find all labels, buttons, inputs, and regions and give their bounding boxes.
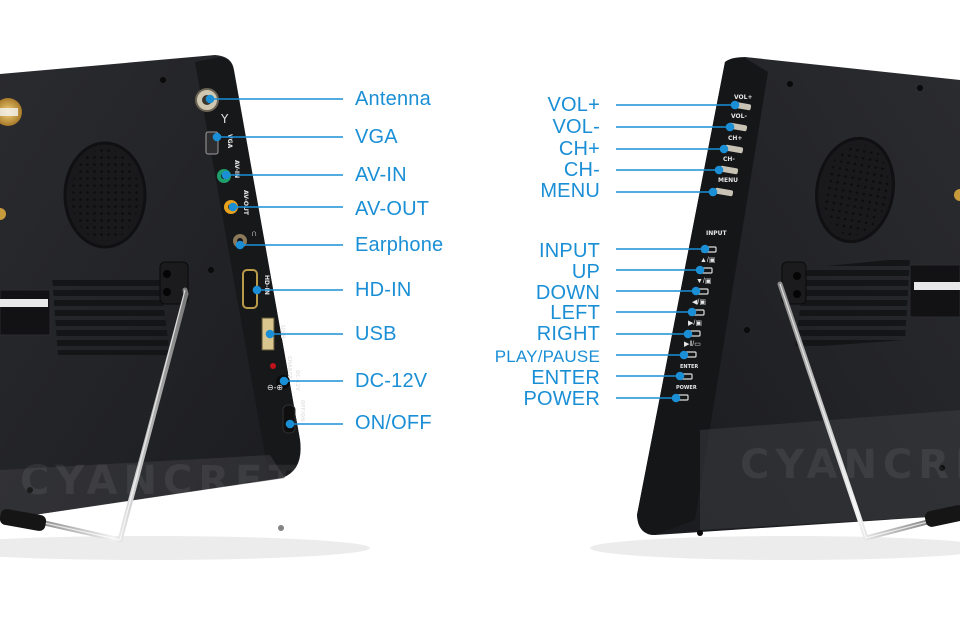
label-ch-down: CH- (563, 159, 600, 181)
label-vol-down: VOL- (552, 116, 600, 138)
vent-left (52, 276, 170, 355)
svg-text:▶/▣: ▶/▣ (688, 320, 702, 327)
side-buttons-right: VOL+ VOL- CH+ CH- MENU INPUT ▲/▣ ▼/▣ ◀/▣… (673, 94, 753, 401)
svg-text:Y: Y (220, 112, 229, 126)
label-down: DOWN (535, 282, 600, 304)
charge-led (270, 363, 276, 369)
channel-up-button (724, 144, 744, 154)
label-play-pause: PLAY/PAUSE (494, 347, 600, 366)
label-hd-in: HD-IN (355, 279, 412, 301)
svg-text:VOL+: VOL+ (734, 94, 753, 101)
callout-lines-right (616, 100, 740, 403)
label-earphone: Earphone (355, 234, 444, 256)
label-antenna: Antenna (355, 88, 431, 110)
svg-text:INPUT: INPUT (706, 230, 728, 237)
svg-text:⊖-⊕: ⊖-⊕ (267, 383, 283, 392)
svg-text:▼/▣: ▼/▣ (696, 278, 712, 285)
watermark-right: CYANCRET (740, 442, 960, 488)
svg-text:▶‖/▭: ▶‖/▭ (684, 341, 701, 348)
svg-text:∩: ∩ (251, 228, 257, 238)
label-vol-up: VOL+ (547, 94, 600, 116)
svg-text:USB: USB (279, 325, 286, 339)
svg-text:POWER: POWER (676, 385, 697, 391)
svg-text:ENTER: ENTER (680, 364, 698, 370)
label-menu: MENU (540, 180, 600, 202)
right-device: VOL+ VOL- CH+ CH- MENU INPUT ▲/▣ ▼/▣ ◀/▣… (637, 57, 960, 541)
stand-foot-right (924, 505, 960, 527)
svg-text:MENU: MENU (718, 177, 738, 184)
stand-foot-left (0, 509, 47, 531)
menu-button (714, 187, 734, 197)
svg-text:◀/▣: ◀/▣ (692, 299, 706, 306)
label-right: RIGHT (536, 323, 600, 345)
label-vga: VGA (355, 126, 398, 148)
svg-text:▲/▣: ▲/▣ (700, 257, 716, 264)
svg-text:AV-OUT: AV-OUT (242, 190, 249, 216)
watermark-left: CYANCRET (20, 458, 302, 504)
svg-text:HD-IN: HD-IN (263, 275, 270, 295)
label-input: INPUT (539, 240, 600, 262)
svg-text:CH-: CH- (723, 156, 735, 163)
svg-text:AV-IN: AV-IN (233, 160, 240, 178)
svg-text:VGA: VGA (226, 134, 233, 149)
label-up: UP (571, 261, 600, 283)
vent-right (795, 258, 910, 348)
label-usb: USB (355, 323, 397, 345)
label-left: LEFT (550, 302, 600, 324)
label-ch-up: CH+ (558, 138, 600, 160)
svg-text:CHARGE: CHARGE (286, 356, 292, 380)
label-dc-12v: DC-12V (355, 370, 428, 392)
label-power: POWER (523, 388, 600, 410)
label-av-in: AV-IN (355, 164, 407, 186)
svg-text:CH+: CH+ (728, 135, 742, 142)
svg-text:OFF/ON: OFF/ON (299, 400, 305, 421)
callout-lines-left (205, 94, 343, 429)
svg-text:VOL-: VOL- (731, 113, 747, 120)
label-enter: ENTER (531, 367, 600, 389)
label-av-out: AV-OUT (355, 198, 430, 220)
label-on-off: ON/OFF (355, 412, 432, 434)
power-slide-switch (282, 404, 296, 434)
channel-down-button (719, 165, 739, 175)
